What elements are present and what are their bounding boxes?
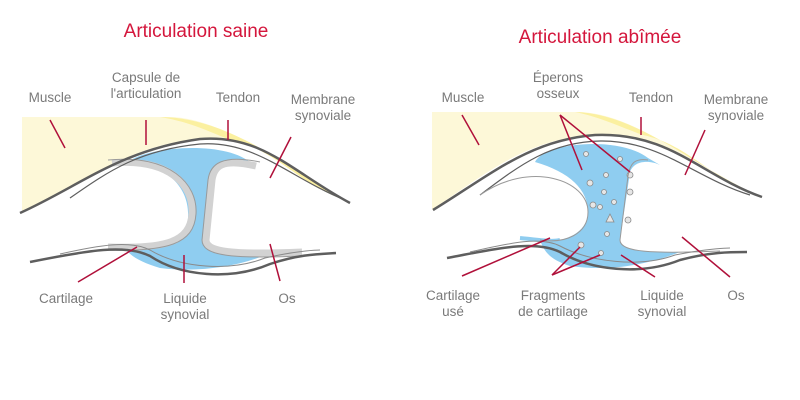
muscle-area <box>22 117 348 211</box>
damaged-joint-illustration <box>432 112 763 278</box>
cartilage-lower <box>202 159 303 257</box>
bone-upper-edge <box>479 159 721 253</box>
pointer-lines <box>49 119 292 283</box>
label-muscle: Muscle <box>28 90 72 105</box>
label-line: synoviale <box>294 108 352 123</box>
bone-lower-outline <box>446 244 748 271</box>
capsule-outline <box>19 137 351 215</box>
label-cartilage: Cartilage <box>38 291 94 306</box>
healthy-title: Articulation saine <box>123 21 269 42</box>
label-line: usé <box>442 304 464 319</box>
label-line: Fragments <box>520 288 586 303</box>
label-tendon: Tendon <box>215 90 261 105</box>
label-line: synoviale <box>707 108 765 123</box>
label-bone: Os <box>727 288 745 303</box>
label-muscle: Muscle <box>441 90 485 105</box>
label-line: Membrane <box>290 92 356 107</box>
cartilage-fragments <box>577 151 634 256</box>
muscle-area <box>432 112 762 210</box>
label-line: osseux <box>536 86 580 101</box>
label-line: Liquide <box>640 288 684 303</box>
capsule-outline <box>432 133 763 212</box>
damaged-title: Articulation abîmée <box>518 27 682 48</box>
label-line: de cartilage <box>518 304 588 319</box>
label-line: Capsule de <box>111 70 181 85</box>
label-line: synovial <box>160 307 210 322</box>
bone-lower-outline <box>29 248 337 276</box>
healthy-joint-illustration <box>19 117 351 283</box>
label-line: synovial <box>637 304 687 319</box>
label-line: l'articulation <box>110 86 182 101</box>
label-line: Cartilage <box>425 288 481 303</box>
cartilage-upper <box>107 158 196 251</box>
label-line: Éperons <box>532 70 584 85</box>
label-line: Liquide <box>163 291 207 306</box>
label-line: Membrane <box>703 92 769 107</box>
bone-lower-inner <box>59 243 321 267</box>
membrane-line <box>479 140 751 196</box>
label-tendon: Tendon <box>628 90 674 105</box>
pointer-lines <box>461 114 731 278</box>
label-bone: Os <box>278 291 296 306</box>
bone-edge-upper <box>103 158 303 258</box>
bone-lower-inner <box>469 240 731 263</box>
membrane-line <box>69 143 346 201</box>
